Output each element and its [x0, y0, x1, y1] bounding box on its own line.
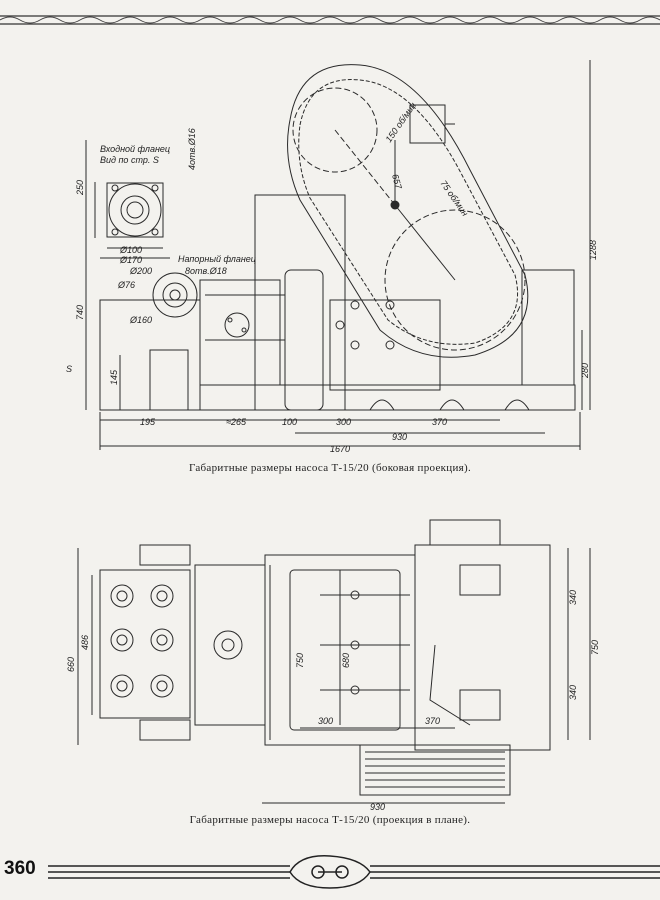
page-number: 360	[4, 858, 36, 879]
dim-486: 486	[80, 635, 90, 650]
dim-340-top: 340	[568, 590, 578, 605]
footer-ornament	[48, 855, 660, 889]
dim-phi100: Ø100	[119, 245, 142, 255]
plan-view-drawing	[77, 519, 591, 804]
dim-280: 280	[580, 363, 590, 379]
dim-740: 740	[75, 305, 85, 320]
dim-1288: 1288	[588, 240, 598, 260]
top-border-ornament	[0, 15, 660, 25]
discharge-holes-label: 8отв.Ø18	[185, 266, 227, 276]
dim-265: ≈265	[226, 417, 247, 427]
caption-plan-view: Габаритные размеры насоса Т-15/20 (проек…	[189, 814, 471, 826]
pump-technical-drawing: Входной фланец Вид по стр. S 4отв.Ø16 На…	[66, 60, 600, 812]
plan-dim-930: 930	[370, 802, 385, 812]
dim-930: 930	[392, 432, 407, 442]
dim-phi170: Ø170	[119, 255, 142, 265]
dim-195: 195	[140, 417, 156, 427]
inlet-flange-label: Входной фланец	[100, 144, 170, 154]
dim-250: 250	[75, 180, 85, 196]
side-view-drawing	[85, 60, 591, 450]
marker-s: S	[66, 364, 72, 374]
dim-phi160: Ø160	[129, 315, 152, 325]
discharge-flange-label: Напорный фланец	[178, 254, 256, 264]
dim-660: 660	[66, 657, 76, 672]
dim-145: 145	[109, 369, 119, 385]
dim-300: 300	[336, 417, 351, 427]
dim-phi76: Ø76	[117, 280, 135, 290]
rpm-150: 150 об/мин	[383, 101, 418, 145]
caption-side-view: Габаритные размеры насоса Т-15/20 (боков…	[188, 462, 472, 474]
inlet-view-label: Вид по стр. S	[100, 155, 159, 165]
dim-750-left: 750	[295, 653, 305, 668]
inlet-holes-label: 4отв.Ø16	[187, 128, 197, 170]
dim-1670: 1670	[330, 444, 350, 454]
rpm-75: 75 об/мин	[438, 178, 470, 218]
dim-750-right: 750	[590, 640, 600, 655]
dim-340-bottom: 340	[568, 685, 578, 700]
dim-100: 100	[282, 417, 297, 427]
plan-dim-370: 370	[425, 716, 440, 726]
dim-657: 657	[390, 173, 404, 191]
dim-370: 370	[432, 417, 447, 427]
dim-phi200: Ø200	[129, 266, 152, 276]
dim-680: 680	[341, 653, 351, 668]
plan-dim-300: 300	[318, 716, 333, 726]
